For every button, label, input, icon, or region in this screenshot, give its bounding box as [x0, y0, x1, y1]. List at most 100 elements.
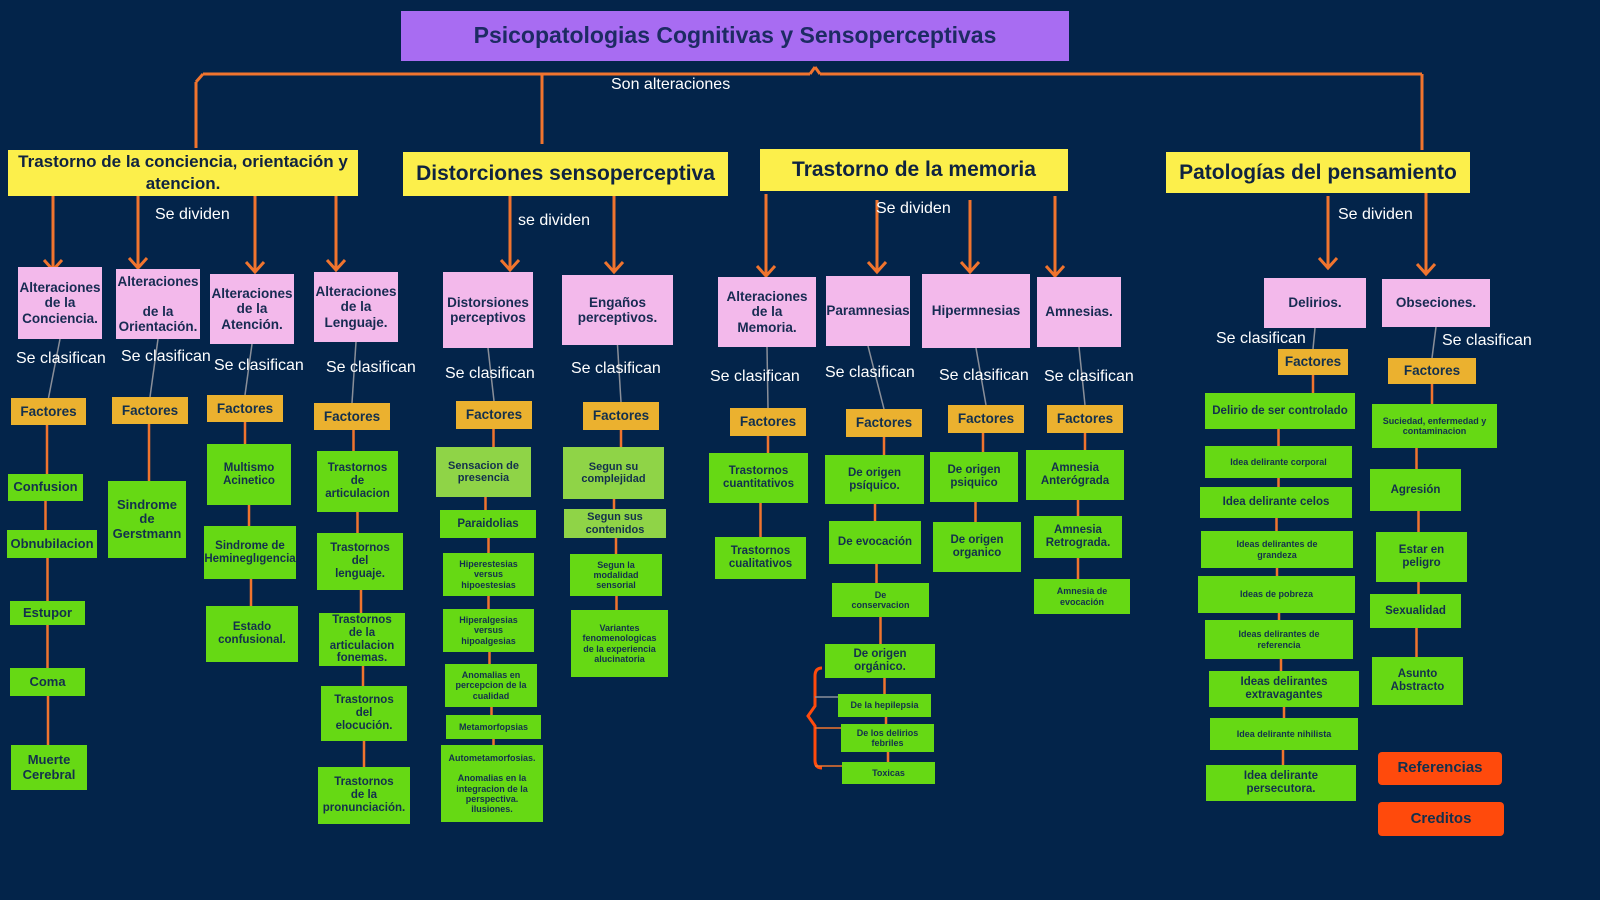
item-box: Agresión	[1370, 469, 1461, 511]
item-box: Trastornos de articulacion	[317, 451, 398, 512]
arrow-head-icon	[959, 260, 981, 275]
connector-line	[194, 73, 205, 83]
arrow-head-icon	[499, 258, 521, 273]
factores-box: Factores	[112, 397, 188, 424]
item-box: Trastornos del elocución.	[321, 686, 407, 741]
classify-label: Se clasifican	[121, 348, 211, 365]
item-box: Trastornos cuantitativos	[709, 453, 808, 503]
item-box: Amnesia de evocación	[1034, 579, 1130, 614]
arrow-head-icon	[603, 260, 625, 275]
classify-label: Se clasifican	[445, 365, 535, 382]
category-1: Trastorno de la conciencia, orientación …	[8, 150, 358, 196]
item-box: Idea delirante persecutora.	[1206, 765, 1356, 801]
arrow-head-icon	[866, 260, 888, 275]
references-button[interactable]: Referencias	[1378, 752, 1502, 785]
classify-label: Se clasifican	[214, 357, 304, 374]
connector-line	[1312, 327, 1316, 350]
item-box: De origen organico	[933, 522, 1021, 572]
category-4: Patologías del pensamiento	[1166, 152, 1470, 193]
item-box: Multismo Acinetico	[207, 444, 291, 505]
item-box: Coma	[10, 668, 85, 696]
classify-label: Se clasifican	[326, 359, 416, 376]
category-3: Trastorno de la memoria	[760, 149, 1068, 191]
item-box: Autometamorfosias. Anomalias en la integ…	[441, 745, 543, 822]
arrow-head-icon	[755, 264, 777, 279]
factores-box: Factores	[846, 409, 922, 437]
item-box: De los delirios febriles	[841, 724, 934, 752]
item-box: Toxicas	[842, 762, 935, 784]
item-box: Segun sus contenidos	[564, 509, 666, 538]
factores-box: Factores	[207, 395, 283, 422]
item-box: Amnesia Retrograda.	[1034, 516, 1122, 558]
divide-label: Se dividen	[155, 206, 230, 223]
item-box: Amnesia Anterógrada	[1026, 450, 1124, 500]
classify-label: Se clasifican	[1044, 368, 1134, 385]
item-box: Segun su complejidad	[563, 447, 664, 499]
subcategory-box: Paramnesias	[826, 276, 910, 346]
credits-button[interactable]: Creditos	[1378, 802, 1504, 836]
subcategory-box: Obseciones.	[1382, 279, 1490, 327]
item-box: Variantes fenomenologicas de la experien…	[571, 610, 668, 677]
item-box: De conservacion	[832, 583, 929, 617]
item-box: Trastornos cualitativos	[715, 537, 806, 579]
subcategory-box: Distorsiones perceptivos	[443, 272, 533, 348]
classify-label: Se clasifican	[939, 367, 1029, 384]
item-box: Ideas delirantes de grandeza	[1201, 531, 1353, 568]
item-box: Paraidolias	[440, 510, 536, 538]
factores-box: Factores	[1278, 349, 1348, 375]
connector-label: Son alteraciones	[611, 76, 731, 93]
item-box: Estupor	[10, 601, 85, 625]
item-box: Obnubilacion	[7, 530, 97, 558]
classify-label: Se clasifican	[825, 364, 915, 381]
factores-box: Factores	[1047, 405, 1123, 433]
item-box: Idea delirante corporal	[1205, 446, 1352, 478]
subcategory-box: Alteraciones de la Lenguaje.	[314, 272, 398, 342]
page-title: Psicopatologias Cognitivas y Sensopercep…	[401, 11, 1069, 61]
item-box: Trastornos del lenguaje.	[317, 533, 403, 590]
category-2: Distorciones sensoperceptiva	[403, 152, 728, 196]
factores-box: Factores	[1388, 358, 1476, 384]
item-box: De origen psiquico	[930, 452, 1018, 502]
factores-box: Factores	[583, 402, 659, 430]
arrow-head-icon	[1317, 256, 1339, 271]
classify-label: Se clasifican	[16, 350, 106, 367]
item-box: Sindrome de Gerstmann	[108, 481, 186, 558]
item-box: Confusion	[8, 474, 83, 501]
item-box: Sensacion de presencia	[436, 447, 531, 497]
connector-line	[47, 338, 61, 399]
item-box: De origen orgánico.	[825, 644, 935, 678]
divide-label: Se dividen	[876, 200, 951, 217]
classify-label: Se clasifican	[710, 368, 800, 385]
item-box: Ideas delirantes de referencia	[1205, 620, 1353, 659]
factores-box: Factores	[456, 401, 532, 429]
subcategory-box: Alteraciones de la Orientación.	[116, 269, 200, 339]
item-box: De origen psíquico.	[825, 455, 924, 504]
item-box: De evocación	[829, 521, 921, 564]
factores-box: Factores	[948, 405, 1024, 433]
item-box: Muerte Cerebral	[11, 745, 87, 790]
classify-label: Se clasifican	[571, 360, 661, 377]
subcategory-box: Hipermnesias	[922, 274, 1030, 348]
item-box: Idea delirante celos	[1200, 487, 1352, 518]
subcategory-box: Engaños perceptivos.	[562, 275, 673, 345]
factores-box: Factores	[730, 408, 806, 436]
classify-label: Se clasifican	[1442, 332, 1532, 349]
connector-line	[1431, 326, 1437, 359]
item-box: Delirio de ser controlado	[1205, 393, 1355, 429]
item-box: Anomalias en percepcion de la cualidad	[445, 664, 537, 707]
arrow-head-icon	[1415, 262, 1437, 277]
arrow-head-icon	[325, 258, 347, 273]
item-box: Hiperestesias versus hipoestesias	[443, 553, 534, 596]
factores-box: Factores	[314, 403, 390, 430]
item-box: Segun la modalidad sensorial	[570, 554, 662, 596]
item-box: Metamorfopsias	[446, 715, 541, 739]
arrow-head-icon	[127, 256, 149, 271]
connector-line	[813, 66, 822, 75]
arrow-head-icon	[244, 260, 266, 275]
item-box: Hiperalgesias versus hipoalgesias	[443, 609, 534, 652]
item-box: Estar en peligro	[1376, 532, 1467, 582]
item-box: Trastornos de la pronunciación.	[318, 767, 410, 824]
item-box: Sindrome de Hemineglıgencia	[204, 526, 296, 579]
item-box: Trastornos de la articulacion fonemas.	[319, 613, 405, 666]
subcategory-box: Amnesias.	[1037, 277, 1121, 347]
